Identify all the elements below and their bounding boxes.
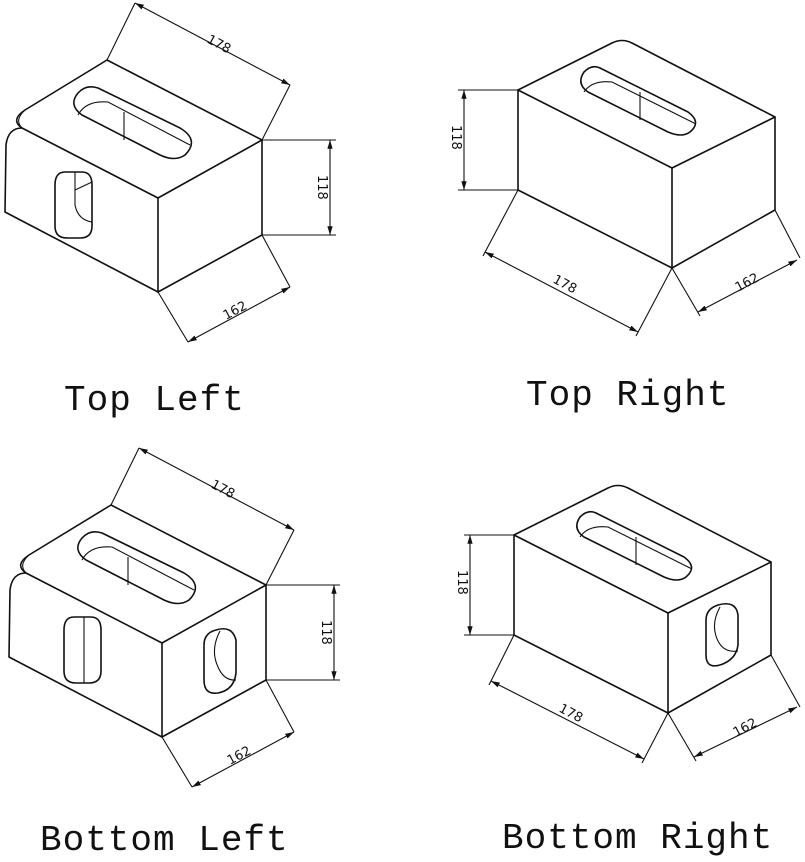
dimension-height: 118 — [266, 584, 340, 681]
dimension-length: 178 — [110, 447, 295, 586]
side-hole — [705, 602, 739, 667]
dimension-length: 178 — [106, 2, 291, 141]
dimension-width: 162 — [671, 209, 801, 317]
view-top-left: 178 118 162 — [4, 2, 336, 343]
svg-text:118: 118 — [318, 620, 333, 645]
dimension-height: 118 — [262, 139, 336, 236]
view-bottom-left: 178 118 162 — [8, 447, 340, 788]
dimension-width: 162 — [161, 679, 295, 788]
caption-top-left: Top Left — [64, 380, 245, 421]
dimension-height: 118 — [448, 89, 518, 191]
svg-text:178: 178 — [208, 477, 237, 502]
caption-top-right: Top Right — [526, 375, 730, 416]
view-bottom-right: 118 178 162 — [454, 484, 801, 764]
dimension-width: 162 — [667, 654, 801, 762]
caption-bottom-left: Bottom Left — [40, 820, 289, 861]
svg-text:162: 162 — [731, 716, 760, 741]
svg-text:178: 178 — [204, 32, 233, 57]
svg-text:118: 118 — [448, 125, 463, 150]
caption-bottom-right: Bottom Right — [502, 818, 774, 859]
side-hole — [54, 171, 93, 239]
svg-text:162: 162 — [733, 271, 762, 296]
side-hole — [63, 616, 102, 684]
svg-text:178: 178 — [556, 701, 585, 726]
dimension-length: 178 — [482, 189, 673, 337]
view-top-right: 118 178 162 — [448, 39, 801, 337]
dimension-height: 118 — [454, 534, 514, 636]
svg-text:118: 118 — [314, 175, 329, 200]
svg-text:118: 118 — [454, 570, 469, 595]
front-hole — [203, 627, 237, 695]
dimension-width: 162 — [157, 234, 291, 343]
svg-text:162: 162 — [221, 299, 250, 324]
svg-text:162: 162 — [225, 744, 254, 769]
